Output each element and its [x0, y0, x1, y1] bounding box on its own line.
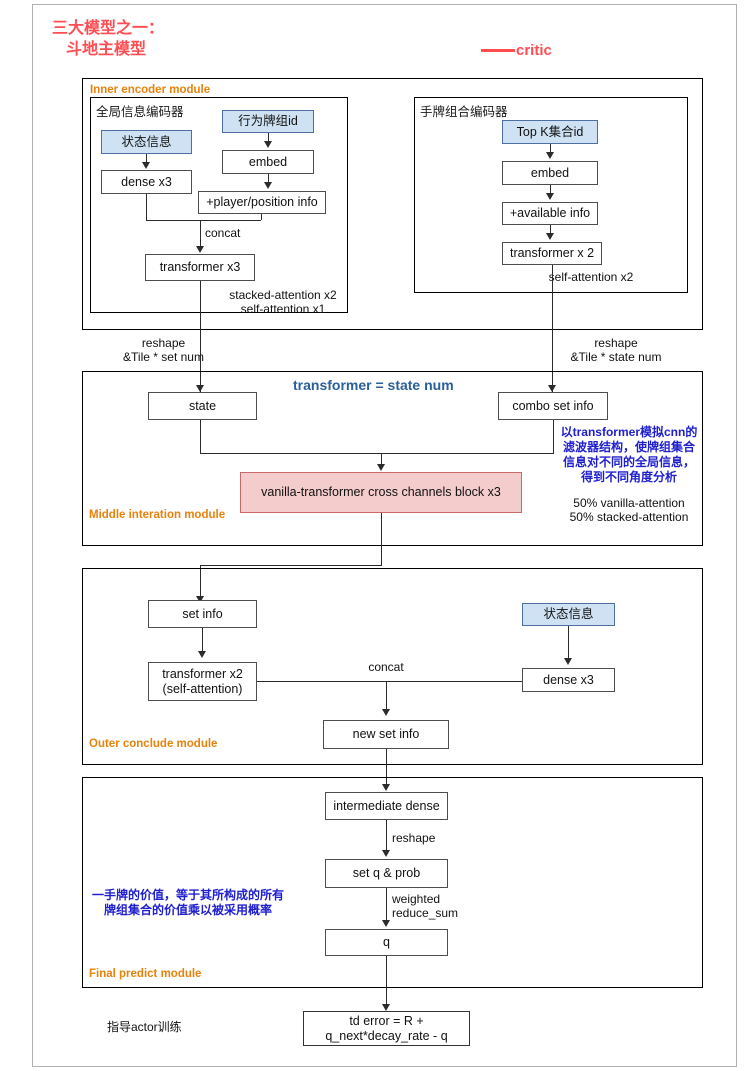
page-title-line2: 斗地主模型	[66, 41, 147, 58]
connector-concat-horizontal	[257, 681, 522, 682]
arrow-topk-to-embed	[546, 152, 554, 159]
arrow-embedr-to-available	[546, 193, 554, 200]
connector-join-to-pink	[381, 453, 382, 465]
global-info-encoder-caption: 全局信息编码器	[96, 105, 184, 119]
connector-pink-down	[381, 513, 382, 565]
note-guide-actor-training: 指导actor训练	[107, 1020, 182, 1034]
note-concat-conclude: concat	[368, 660, 404, 674]
node-transformer-x3[interactable]: transformer x3	[145, 254, 255, 281]
arrow-intermediate-to-setq	[382, 850, 390, 857]
connector-q-to-tderror	[386, 956, 387, 1006]
connector-embedr-to-available	[550, 185, 551, 194]
note-right-attention: self-attention x2	[548, 270, 634, 284]
connector-available-to-transformer	[550, 225, 551, 234]
connector-newsetinfo-down	[386, 749, 387, 787]
middle-interaction-module	[82, 371, 703, 546]
connector-playerinfo-down	[261, 214, 262, 220]
connector-junction-left	[200, 220, 261, 221]
connector-stateinfo-to-dense	[568, 626, 569, 659]
note-attention-split: 50% vanilla-attention 50% stacked-attent…	[569, 496, 689, 524]
node-embed-left[interactable]: embed	[222, 150, 314, 174]
connector-concat-down-conclude	[386, 681, 387, 709]
middle-interaction-module-label: Middle interation module	[89, 509, 226, 521]
arrow-actionid-to-embed	[264, 141, 272, 148]
outer-conclude-module-label: Outer conclude module	[89, 738, 218, 750]
node-dense-x3-conclude[interactable]: dense x3	[522, 668, 615, 692]
hand-combo-encoder-caption: 手牌组合编码器	[420, 105, 508, 119]
connector-dense-down	[146, 194, 147, 220]
arrow-concat-to-transformer	[196, 246, 204, 253]
connector-state-down	[200, 420, 201, 453]
note-concat-encoder: concat	[205, 226, 241, 240]
node-set-info[interactable]: set info	[148, 600, 257, 628]
note-reshape-right: reshape &Tile * state num	[570, 336, 662, 364]
node-embed-right[interactable]: embed	[502, 161, 598, 185]
connector-state-combo-join	[200, 453, 554, 454]
node-q[interactable]: q	[325, 929, 448, 956]
critic-legend-label: critic	[516, 42, 552, 59]
outer-conclude-module	[82, 568, 703, 765]
node-transformer-x2-encoder[interactable]: transformer x 2	[502, 242, 602, 265]
node-topk-set-id[interactable]: Top K集合id	[502, 120, 598, 144]
inner-encoder-module-label: Inner encoder module	[90, 84, 211, 96]
arrow-setq-to-q	[382, 920, 390, 927]
final-predict-module	[82, 777, 703, 988]
node-set-q-prob[interactable]: set q & prob	[325, 859, 448, 888]
connector-concat-down	[200, 220, 201, 246]
connector-transformerx2-to-combo	[552, 265, 553, 395]
connector-topk-to-embed	[550, 144, 551, 153]
connector-embed-to-playerinfo	[268, 174, 269, 183]
node-cross-channels-block[interactable]: vanilla-transformer cross channels block…	[240, 472, 522, 513]
node-intermediate-dense[interactable]: intermediate dense	[325, 792, 448, 820]
inner-encoder-module	[82, 78, 703, 330]
arrow-concat-to-newsetinfo	[382, 709, 390, 716]
node-state[interactable]: state	[148, 392, 257, 420]
node-transformer-x2-self-attention[interactable]: transformer x2 (self-attention)	[148, 662, 257, 701]
middle-module-title: transformer = state num	[293, 377, 454, 393]
node-combo-set-info[interactable]: combo set info	[498, 392, 608, 420]
final-predict-module-label: Final predict module	[89, 968, 202, 980]
node-state-info-encoder[interactable]: 状态信息	[101, 130, 192, 154]
connector-intermediate-to-setq	[386, 820, 387, 851]
hand-combo-encoder-frame	[414, 97, 688, 293]
arrow-stateinfo-to-dense	[564, 658, 572, 665]
note-weighted-reduce-sum: weighted reduce_sum	[392, 892, 459, 920]
page-border	[32, 4, 737, 1067]
node-dense-x3-encoder[interactable]: dense x3	[101, 170, 192, 194]
connector-state-to-dense	[146, 154, 147, 163]
node-new-set-info[interactable]: new set info	[323, 720, 449, 749]
node-td-error[interactable]: td error = R + q_next*decay_rate - q	[303, 1011, 470, 1046]
connector-combo-down	[553, 420, 554, 453]
connector-to-setinfo-v	[200, 565, 201, 598]
node-available-info[interactable]: +available info	[502, 202, 598, 225]
arrow-embed-to-playerinfo	[264, 182, 272, 189]
arrow-setinfo-to-transformer	[198, 651, 206, 658]
note-hand-value-annotation: 一手牌的价值，等于其所构成的所有 牌组集合的价值乘以被采用概率	[91, 888, 284, 917]
connector-setq-to-q	[386, 888, 387, 921]
note-left-attention: stacked-attention x2 self-attention x1	[229, 288, 337, 316]
note-cnn-filter-annotation: 以transformer模拟cnn的 滤波器结构，使牌组集合 信息对不同的全局信…	[560, 425, 698, 484]
arrow-join-to-pink	[377, 464, 385, 471]
arrow-available-to-transformer	[546, 233, 554, 240]
arrow-transformerx2-to-combo	[548, 385, 556, 392]
arrow-state-to-dense	[142, 162, 150, 169]
connector-pink-to-setinfo-h	[200, 565, 382, 566]
critic-legend: critic	[481, 42, 552, 59]
note-reshape-final: reshape	[392, 831, 436, 845]
arrow-to-setinfo	[196, 596, 204, 603]
note-reshape-left: reshape &Tile * set num	[123, 336, 204, 364]
connector-setinfo-to-transformer	[202, 628, 203, 652]
connector-transformerx3-to-state	[200, 281, 201, 395]
global-info-encoder-frame	[90, 97, 348, 313]
connector-actionid-to-embed	[268, 133, 269, 142]
arrow-q-to-tderror	[382, 1004, 390, 1011]
critic-dash-icon	[481, 48, 515, 52]
arrow-newsetinfo-to-intermediate	[382, 784, 390, 791]
node-action-combo-id[interactable]: 行为牌组id	[222, 110, 314, 133]
page-title: 三大模型之一： 斗地主模型	[52, 18, 164, 60]
arrow-transformerx3-to-state	[196, 385, 204, 392]
node-player-position-info[interactable]: +player/position info	[198, 191, 326, 214]
node-state-info-conclude[interactable]: 状态信息	[522, 603, 615, 626]
page-title-line1: 三大模型之一：	[52, 20, 165, 37]
